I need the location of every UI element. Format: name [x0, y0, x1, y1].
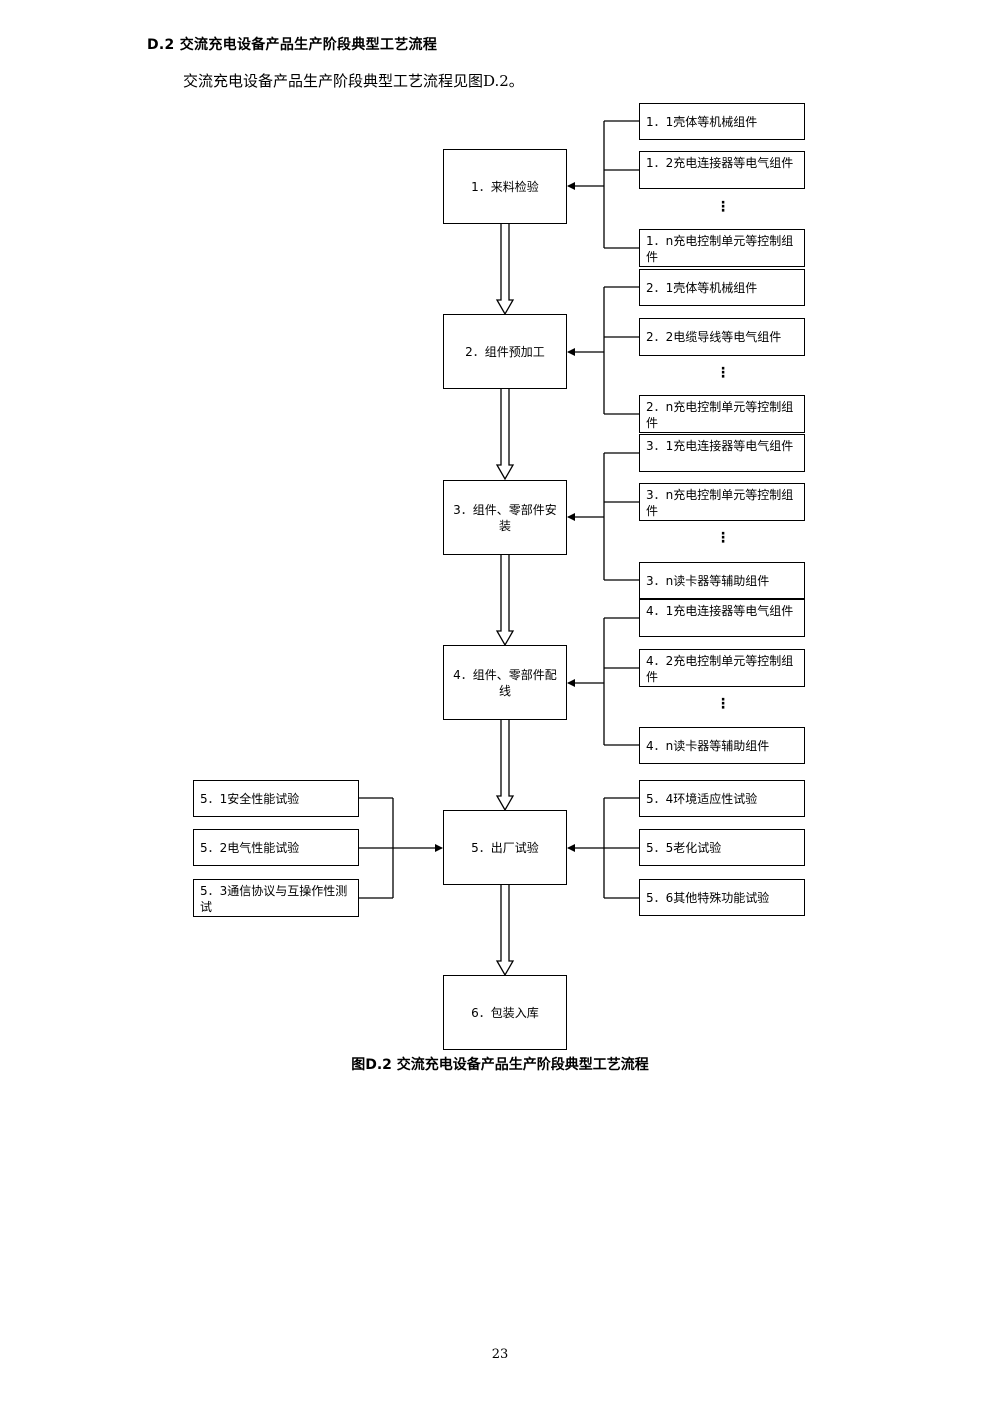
test-box: 5．6其他特殊功能试验 — [639, 879, 805, 916]
step-2-component-preprocessing: 2．组件预加工 — [443, 314, 567, 389]
section-heading: D.2 交流充电设备产品生产阶段典型工艺流程 — [147, 37, 438, 53]
page-number: 23 — [491, 1347, 509, 1362]
input-box: 3．1充电连接器等电气组件 — [639, 434, 805, 472]
ellipsis: ⋮ — [716, 530, 730, 546]
step-4-component-wiring: 4．组件、零部件配线 — [443, 645, 567, 720]
input-box: 2．1壳体等机械组件 — [639, 269, 805, 306]
step-label: 5．出厂试验 — [471, 840, 539, 855]
test-label: 5．1安全性能试验 — [200, 791, 300, 806]
test-box: 5．5老化试验 — [639, 829, 805, 866]
figure-caption: 图D.2 交流充电设备产品生产阶段典型工艺流程 — [351, 1057, 649, 1073]
input-label: 4．2充电控制单元等控制组件 — [646, 654, 794, 684]
test-label: 5．3通信协议与互操作性测试 — [200, 884, 348, 914]
input-box: 1．2充电连接器等电气组件 — [639, 151, 805, 189]
test-box: 5．3通信协议与互操作性测试 — [193, 879, 359, 917]
test-label: 5．4环境适应性试验 — [646, 791, 758, 806]
input-box: 3．n充电控制单元等控制组件 — [639, 483, 805, 521]
input-label: 2．1壳体等机械组件 — [646, 280, 758, 295]
step-label: 1．来料检验 — [471, 179, 539, 194]
step-1-incoming-inspection: 1．来料检验 — [443, 149, 567, 224]
test-box: 5．2电气性能试验 — [193, 829, 359, 866]
input-box: 4．2充电控制单元等控制组件 — [639, 649, 805, 687]
test-label: 5．6其他特殊功能试验 — [646, 890, 770, 905]
intro-paragraph: 交流充电设备产品生产阶段典型工艺流程见图D.2。 — [183, 72, 524, 90]
step-label: 6．包装入库 — [471, 1005, 539, 1020]
input-label: 3．n充电控制单元等控制组件 — [646, 488, 794, 518]
input-box: 1．n充电控制单元等控制组件 — [639, 229, 805, 267]
input-box: 3．n读卡器等辅助组件 — [639, 562, 805, 599]
input-label: 3．1充电连接器等电气组件 — [646, 439, 794, 453]
input-label: 1．n充电控制单元等控制组件 — [646, 234, 794, 264]
input-label: 2．n充电控制单元等控制组件 — [646, 400, 794, 430]
input-label: 1．2充电连接器等电气组件 — [646, 156, 794, 170]
input-box: 4．1充电连接器等电气组件 — [639, 599, 805, 637]
step-label: 4．组件、零部件配线 — [453, 667, 557, 698]
step-6-packaging-storage: 6．包装入库 — [443, 975, 567, 1050]
test-label: 5．2电气性能试验 — [200, 840, 300, 855]
step-label: 2．组件预加工 — [465, 344, 545, 359]
input-label: 3．n读卡器等辅助组件 — [646, 573, 770, 588]
input-box: 4．n读卡器等辅助组件 — [639, 727, 805, 764]
input-box: 2．n充电控制单元等控制组件 — [639, 395, 805, 433]
input-box: 1．1壳体等机械组件 — [639, 103, 805, 140]
input-label: 4．n读卡器等辅助组件 — [646, 738, 770, 753]
test-box: 5．4环境适应性试验 — [639, 780, 805, 817]
step-3-component-installation: 3．组件、零部件安装 — [443, 480, 567, 555]
input-label: 1．1壳体等机械组件 — [646, 114, 758, 129]
input-label: 4．1充电连接器等电气组件 — [646, 604, 794, 618]
input-box: 2．2电缆导线等电气组件 — [639, 318, 805, 356]
ellipsis: ⋮ — [716, 199, 730, 215]
ellipsis: ⋮ — [716, 696, 730, 712]
step-5-factory-test: 5．出厂试验 — [443, 810, 567, 885]
ellipsis: ⋮ — [716, 365, 730, 381]
test-box: 5．1安全性能试验 — [193, 780, 359, 817]
input-label: 2．2电缆导线等电气组件 — [646, 330, 782, 344]
test-label: 5．5老化试验 — [646, 840, 722, 855]
step-label: 3．组件、零部件安装 — [453, 502, 557, 533]
